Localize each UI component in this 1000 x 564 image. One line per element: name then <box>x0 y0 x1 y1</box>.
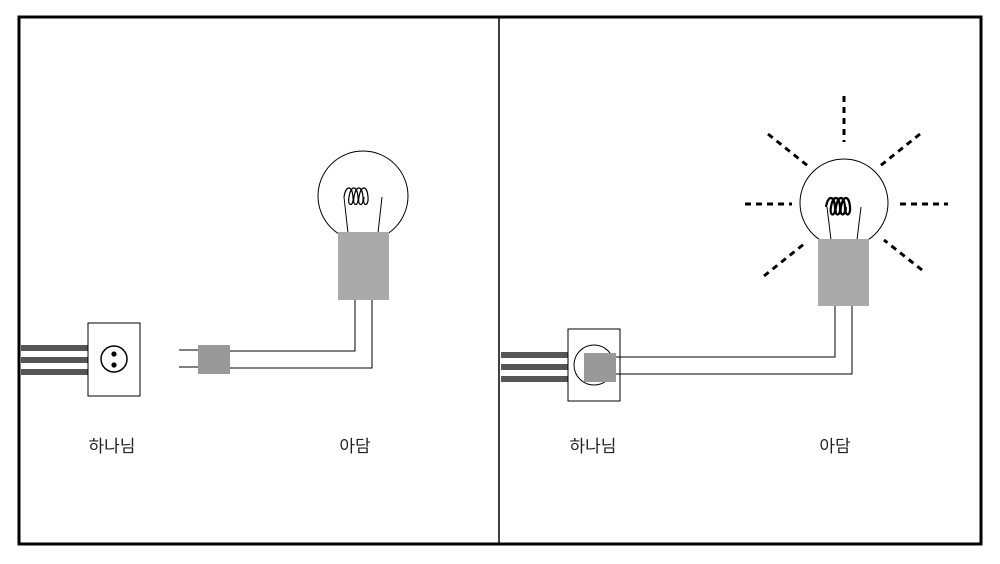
left-power-cord <box>21 345 89 375</box>
left-wire <box>230 299 373 369</box>
right-bulb-label: 아담 <box>819 437 851 457</box>
right-plug <box>584 353 616 382</box>
right-light-rays <box>745 96 948 278</box>
left-filament <box>343 187 369 206</box>
left-bulb-base <box>338 232 389 300</box>
left-light-bulb <box>317 150 409 300</box>
right-bulb-base <box>818 239 869 306</box>
right-source-label: 하나님 <box>570 437 617 457</box>
left-bulb-label: 아담 <box>339 437 371 457</box>
left-wall-outlet <box>87 322 141 397</box>
right-power-cord <box>501 352 569 382</box>
right-light-bulb <box>799 158 889 306</box>
left-source-label: 하나님 <box>89 437 136 457</box>
right-wire <box>616 305 853 375</box>
left-plug-prongs <box>179 349 198 368</box>
left-panel: 하나님 아담 <box>21 150 409 457</box>
right-filament <box>824 196 852 216</box>
right-panel: 하나님 아담 <box>501 96 948 457</box>
left-plug <box>198 345 230 374</box>
